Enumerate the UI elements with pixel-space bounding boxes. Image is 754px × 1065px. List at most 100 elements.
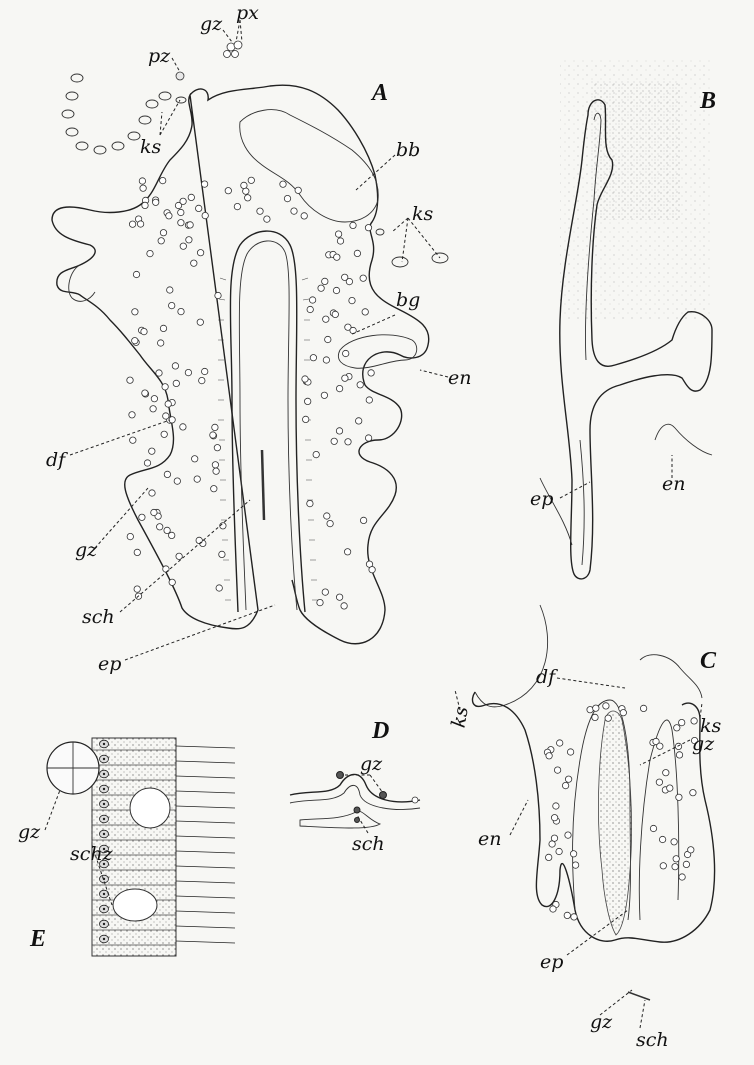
mesoderm-cell — [197, 250, 203, 256]
mesoderm-cell — [360, 517, 366, 523]
label-c-en: en — [478, 828, 501, 850]
label-a-gz-bottom: gz — [75, 539, 98, 561]
figure-c-top-curve-right — [640, 655, 702, 698]
mesoderm-cell — [142, 202, 148, 208]
mesoderm-cell — [169, 302, 175, 308]
mesoderm-cell — [167, 287, 173, 293]
mesoderm-cell — [158, 340, 164, 346]
mesoderm-cell — [324, 513, 330, 519]
mesoderm-cell — [332, 311, 338, 317]
mesoderm-cell — [546, 854, 552, 860]
mesoderm-cell — [134, 549, 140, 555]
cilium — [176, 866, 235, 868]
figure-c-top-curve-left — [475, 605, 548, 707]
mesoderm-cell — [679, 719, 685, 725]
label-c-gz-right: gz — [692, 733, 715, 755]
mesoderm-cell — [331, 438, 337, 444]
mesoderm-cell — [562, 782, 568, 788]
mesoderm-cell — [202, 212, 208, 218]
mesoderm-cell — [551, 815, 557, 821]
mesoderm-cell — [139, 178, 145, 184]
nucleolus — [103, 758, 105, 760]
figure-a-lobe-en — [338, 335, 416, 368]
mesoderm-cell — [343, 350, 349, 356]
cilium — [176, 761, 235, 763]
mesoderm-cell — [291, 208, 297, 214]
mesoderm-cell — [245, 195, 251, 201]
mesoderm-cell — [132, 338, 138, 344]
mesoderm-cell — [162, 384, 168, 390]
mesoderm-cell — [360, 275, 366, 281]
mesoderm-cell — [365, 225, 371, 231]
mesoderm-cell — [671, 839, 677, 845]
mesoderm-cell — [284, 195, 290, 201]
figure-c-sch-streak — [628, 992, 650, 1000]
figure-label-c: C — [700, 648, 717, 674]
mesoderm-cell — [325, 336, 331, 342]
figure-label-e: E — [29, 926, 46, 952]
label-b-en: en — [662, 473, 685, 495]
mesoderm-cell — [650, 825, 656, 831]
figure-a-scattered-cells — [127, 177, 375, 609]
mesoderm-cell — [234, 203, 240, 209]
nucleolus — [103, 803, 105, 805]
cilium — [176, 806, 235, 808]
mesoderm-cell — [672, 864, 678, 870]
mesoderm-cell — [150, 406, 156, 412]
label-d-sch: sch — [352, 833, 385, 855]
mesoderm-cell — [264, 216, 270, 222]
cilium — [176, 896, 235, 898]
mesoderm-cell — [572, 862, 578, 868]
figure-a-ectoderm-inner — [239, 241, 297, 610]
mesoderm-cell — [565, 776, 571, 782]
mesoderm-cell — [368, 370, 374, 376]
nucleolus — [103, 938, 105, 940]
mesoderm-cell — [356, 418, 362, 424]
mesoderm-cell — [186, 237, 192, 243]
mesoderm-cell — [133, 271, 139, 277]
label-a-bg: bg — [396, 289, 420, 311]
mesoderm-cell — [160, 230, 166, 236]
mesoderm-cell — [354, 250, 360, 256]
mesoderm-cell — [164, 527, 170, 533]
mesoderm-cell — [365, 435, 371, 441]
mesoderm-cell — [310, 355, 316, 361]
mesoderm-cell — [134, 586, 140, 592]
mesoderm-cell — [219, 551, 225, 557]
mesoderm-cell — [313, 451, 319, 457]
mesoderm-cell — [225, 188, 231, 194]
mesoderm-cell — [127, 377, 133, 383]
mesoderm-cell — [322, 589, 328, 595]
mesoderm-cell — [212, 424, 218, 430]
figure-d-upper-inner — [290, 785, 420, 809]
mesoderm-cell — [160, 325, 166, 331]
mesoderm-cell — [322, 278, 328, 284]
mesoderm-cell — [683, 861, 689, 867]
mesoderm-cell — [565, 832, 571, 838]
mesoderm-cell — [345, 439, 351, 445]
mesoderm-cell — [318, 285, 324, 291]
mesoderm-cell — [350, 222, 356, 228]
figure-a-upper-lobe — [240, 110, 379, 222]
mesoderm-cell — [165, 401, 171, 407]
mesoderm-cell — [172, 363, 178, 369]
mesoderm-cell — [564, 912, 570, 918]
mesoderm-cell — [166, 213, 172, 219]
mesoderm-cell — [151, 509, 157, 515]
mesoderm-cell — [342, 375, 348, 381]
mesoderm-cell — [667, 785, 673, 791]
mesoderm-cell — [151, 396, 157, 402]
figure-a-body-outline — [52, 85, 429, 644]
label-d-gz: gz — [360, 753, 383, 775]
mesoderm-cell — [157, 524, 163, 530]
mesoderm-cell — [153, 199, 159, 205]
mesoderm-cell — [257, 208, 263, 214]
mesoderm-cell — [349, 297, 355, 303]
mesoderm-cell — [570, 851, 576, 857]
mesoderm-cell — [248, 177, 254, 183]
nucleolus — [103, 923, 105, 925]
mesoderm-cell — [129, 412, 135, 418]
mesoderm-cell — [553, 803, 559, 809]
mesoderm-cell — [149, 448, 155, 454]
mesoderm-cell — [295, 187, 301, 193]
